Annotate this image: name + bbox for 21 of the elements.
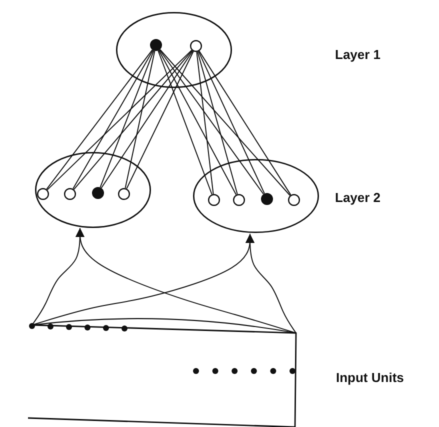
connection-line xyxy=(100,50,154,188)
connection-line xyxy=(196,51,214,195)
connection-line xyxy=(198,50,292,196)
connection-line xyxy=(160,48,290,196)
arrow xyxy=(246,233,296,334)
connection-line xyxy=(46,49,153,190)
connection-line xyxy=(198,50,265,194)
layer-label: Input Units xyxy=(336,370,404,385)
connection-line xyxy=(124,50,156,189)
connection-line xyxy=(73,50,193,190)
connection-line xyxy=(158,50,237,196)
connection-line xyxy=(72,50,154,190)
connection-line xyxy=(158,50,212,195)
layer-label: Layer 2 xyxy=(335,190,381,205)
connection-line xyxy=(46,50,192,190)
connection-line xyxy=(126,50,194,190)
layer-label: Layer 1 xyxy=(335,47,381,62)
arrow xyxy=(76,228,296,334)
connection-line xyxy=(100,50,194,188)
connection-line xyxy=(197,51,238,195)
connection-line xyxy=(159,49,264,195)
